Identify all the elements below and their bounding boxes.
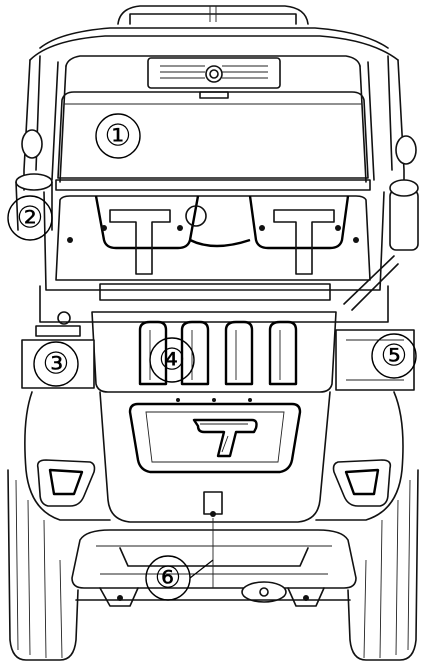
callout-6-leader [189,559,214,579]
callout-2: ② [7,195,53,241]
callout-1-circle [95,113,141,159]
roll-cage [21,5,417,191]
callout-1-label: ① [105,119,132,154]
rear-tires [7,469,419,661]
callout-6: ⑥ [145,555,214,601]
callout-1: ① [95,113,141,159]
callout-5-label: ⑤ [381,339,408,374]
callout-3: ③ [33,341,79,387]
brand-logo [192,418,258,458]
callout-4-label: ④ [159,343,186,378]
callout-5-circle [371,333,417,379]
bumper [71,518,357,607]
callout-2-label: ② [17,201,44,236]
rear-window [55,91,371,191]
callout-6-circle [145,555,191,601]
callout-4: ④ [149,337,195,383]
callout-3-circle [33,341,79,387]
callout-2-circle [7,195,53,241]
cargo-bed [15,173,419,311]
callout-5: ⑤ [371,333,417,379]
rear-body [24,391,404,523]
callout-4-circle [149,337,195,383]
callout-3-label: ③ [43,347,70,382]
tailgate [21,283,415,393]
callout-6-label: ⑥ [155,561,182,596]
